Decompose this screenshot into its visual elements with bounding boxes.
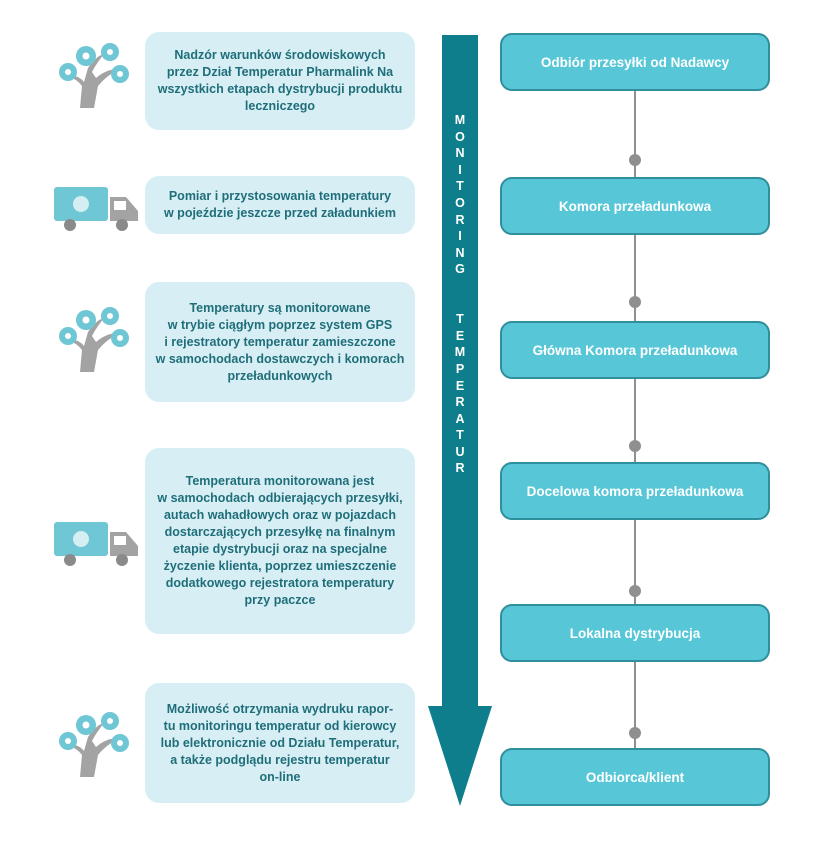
connector-line <box>634 661 636 749</box>
note-box: Pomiar i przystosowania temperatury w po… <box>145 176 415 234</box>
connector-line <box>634 378 636 466</box>
tree-icon <box>59 307 129 372</box>
arrow-letter: E <box>455 378 465 393</box>
arrow-letter: G <box>455 262 465 277</box>
step-box: Odbiorca/klient <box>500 748 770 806</box>
arrow-letter: T <box>456 179 464 194</box>
arrow-letter: R <box>455 461 465 476</box>
arrow-letter: T <box>456 428 464 443</box>
note-box: Temperatura monitorowana jest w samochod… <box>145 448 415 634</box>
arrow-letter: N <box>455 245 465 260</box>
step-box: Komora przeładunkowa <box>500 177 770 235</box>
connector-dot <box>629 727 641 739</box>
step-box: Odbiór przesyłki od Nadawcy <box>500 33 770 91</box>
step-box: Główna Komora przeładunkowa <box>500 321 770 379</box>
note-box: Temperatury są monitorowane w trybie cią… <box>145 282 415 402</box>
arrow-letter: T <box>456 312 464 327</box>
tree-icon <box>59 712 129 777</box>
arrow-letter: I <box>458 162 462 177</box>
truck-icon <box>54 187 138 231</box>
connector-line <box>634 90 636 178</box>
arrow-letter <box>446 295 474 312</box>
arrow-letter: R <box>455 212 465 227</box>
arrow-letter: A <box>455 411 465 426</box>
connector-dot <box>629 296 641 308</box>
arrow-letter: U <box>455 444 465 459</box>
arrow-letter <box>446 278 474 295</box>
tree-icon <box>59 43 129 108</box>
connector-dot <box>629 585 641 597</box>
arrow-label: M O N I T O R I N G T E M P E R A T U R <box>446 112 474 477</box>
connector-line <box>634 519 636 607</box>
note-box: Nadzór warunków środowiskowych przez Dzi… <box>145 32 415 130</box>
arrow-letter: N <box>455 146 465 161</box>
arrow-letter: M <box>454 113 466 127</box>
arrow-letter: E <box>455 328 465 343</box>
note-box: Możliwość otrzymania wydruku rapor- tu m… <box>145 683 415 803</box>
truck-icon <box>54 522 138 566</box>
arrow-letter: O <box>455 195 465 210</box>
step-box: Lokalna dystrybucja <box>500 604 770 662</box>
step-box: Docelowa komora przeładunkowa <box>500 462 770 520</box>
arrow-letter: I <box>458 229 462 244</box>
arrow-letter: P <box>455 361 465 376</box>
arrow-letter: M <box>454 345 466 360</box>
connector-dot <box>629 154 641 166</box>
arrow-letter: O <box>455 129 465 144</box>
connector-dot <box>629 440 641 452</box>
connector-line <box>634 234 636 322</box>
arrow-letter: R <box>455 395 465 410</box>
